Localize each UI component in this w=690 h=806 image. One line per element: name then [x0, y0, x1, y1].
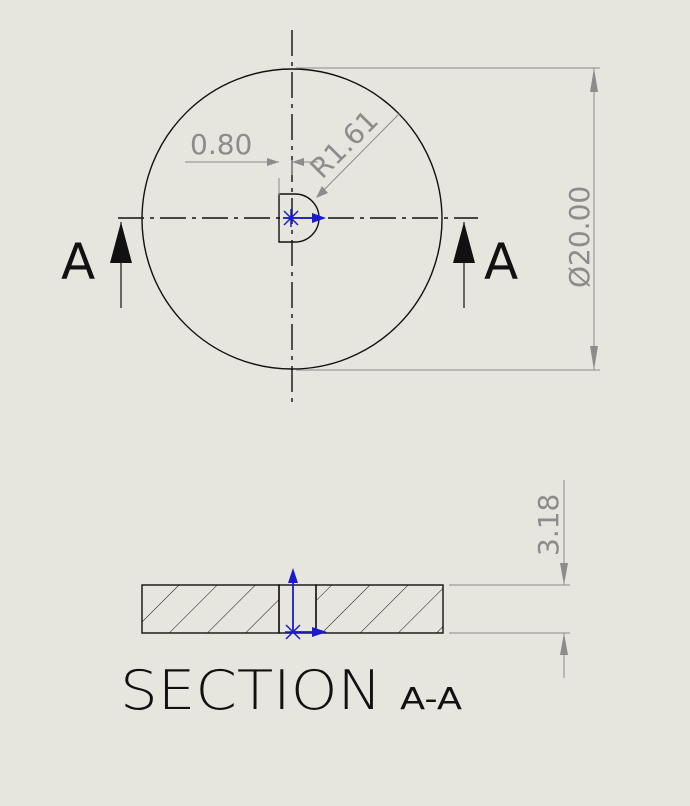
top-view: 0.80 R1.61 Ø20.00 A — [61, 30, 600, 405]
offset-dimension-text: 0.80 — [190, 128, 252, 161]
sketch-origin-top — [283, 209, 326, 227]
radius-dimension-text: R1.61 — [304, 104, 385, 185]
sketch-origin-section — [285, 568, 327, 640]
section-view: 3.18 SECTION A-A — [120, 480, 570, 722]
section-hole — [278, 584, 317, 634]
diameter-dimension-text: Ø20.00 — [563, 186, 596, 288]
offset-dimension: 0.80 — [185, 128, 318, 195]
disc-outline — [141, 68, 443, 370]
diameter-dimension: Ø20.00 — [296, 67, 600, 371]
section-title: SECTION — [120, 659, 382, 722]
thickness-dimension-text: 3.18 — [532, 494, 565, 556]
section-left-body — [141, 584, 280, 634]
radius-dimension: R1.61 — [304, 104, 401, 198]
section-cut-label-right: A — [484, 233, 518, 291]
section-arrow-right: A — [453, 222, 518, 308]
section-title-suffix: A-A — [400, 682, 463, 717]
section-arrow-left: A — [61, 222, 132, 308]
section-right-body — [315, 584, 444, 634]
section-cut-label-left: A — [61, 233, 95, 291]
thickness-dimension: 3.18 — [449, 480, 570, 678]
